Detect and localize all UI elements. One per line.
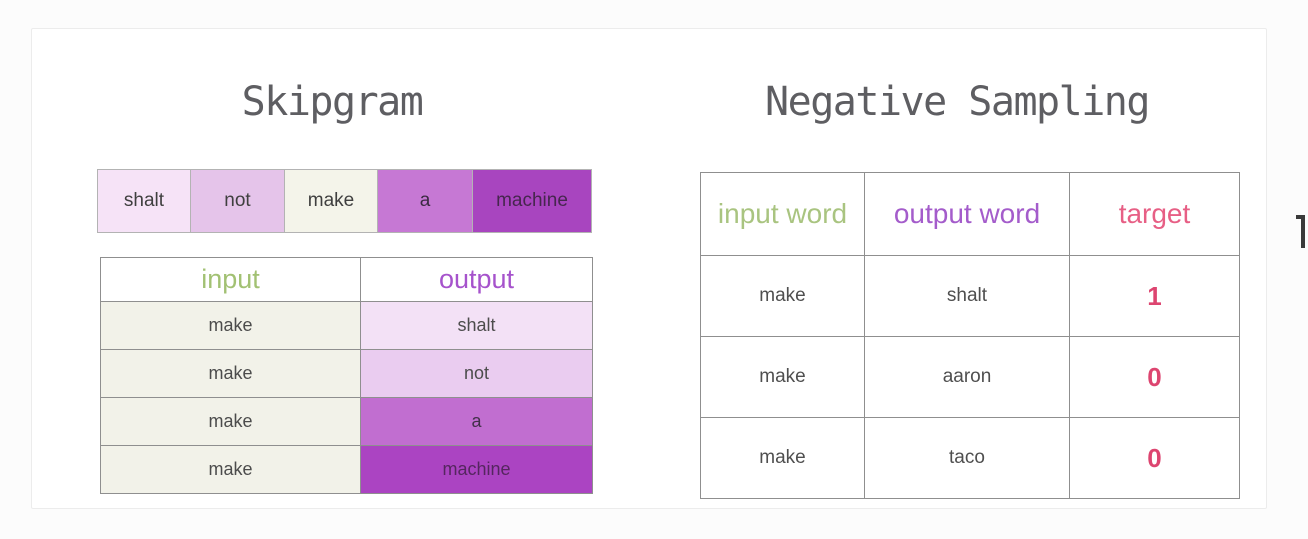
neg-output-cell: aaron	[864, 336, 1070, 418]
skipgram-title: Skipgram	[241, 79, 424, 125]
skipgram-header-output: output	[360, 257, 593, 302]
neg-input-cell: make	[700, 336, 865, 418]
neg-header-output-word: output word	[864, 172, 1070, 256]
neg-header-input-word: input word	[700, 172, 865, 256]
stray-glyph	[1301, 215, 1305, 248]
skipgram-output-cell: a	[360, 397, 593, 446]
negative-sampling-header-row: input word output word target	[700, 172, 1240, 256]
skipgram-output-cell: machine	[360, 445, 593, 494]
table-row: make not	[100, 349, 593, 398]
table-row: make taco 0	[700, 417, 1240, 499]
neg-header-target: target	[1069, 172, 1240, 256]
skipgram-input-cell: make	[100, 397, 361, 446]
skipgram-output-cell: shalt	[360, 301, 593, 350]
neg-target-cell: 0	[1069, 417, 1240, 499]
strip-word-machine: machine	[473, 170, 591, 232]
content-card: Skipgram Negative Sampling shalt not mak…	[31, 28, 1267, 509]
skipgram-input-cell: make	[100, 445, 361, 494]
table-row: make machine	[100, 445, 593, 494]
neg-target-cell: 1	[1069, 255, 1240, 337]
skipgram-input-cell: make	[100, 349, 361, 398]
table-row: make aaron 0	[700, 336, 1240, 418]
negative-sampling-table: input word output word target make shalt…	[700, 172, 1240, 499]
skipgram-table-header-row: input output	[100, 257, 593, 302]
skipgram-output-cell: not	[360, 349, 593, 398]
neg-output-cell: shalt	[864, 255, 1070, 337]
strip-word-not: not	[191, 170, 285, 232]
strip-word-a: a	[378, 170, 473, 232]
strip-word-make: make	[285, 170, 378, 232]
neg-input-cell: make	[700, 255, 865, 337]
sentence-strip: shalt not make a machine	[97, 169, 592, 233]
negative-sampling-title: Negative Sampling	[765, 79, 1150, 125]
stray-glyph-serif	[1296, 215, 1305, 219]
table-row: make shalt 1	[700, 255, 1240, 337]
neg-output-cell: taco	[864, 417, 1070, 499]
strip-word-shalt: shalt	[98, 170, 191, 232]
table-row: make shalt	[100, 301, 593, 350]
skipgram-input-cell: make	[100, 301, 361, 350]
neg-target-cell: 0	[1069, 336, 1240, 418]
skipgram-table: input output make shalt make not make a …	[100, 257, 593, 494]
neg-input-cell: make	[700, 417, 865, 499]
table-row: make a	[100, 397, 593, 446]
skipgram-header-input: input	[100, 257, 361, 302]
